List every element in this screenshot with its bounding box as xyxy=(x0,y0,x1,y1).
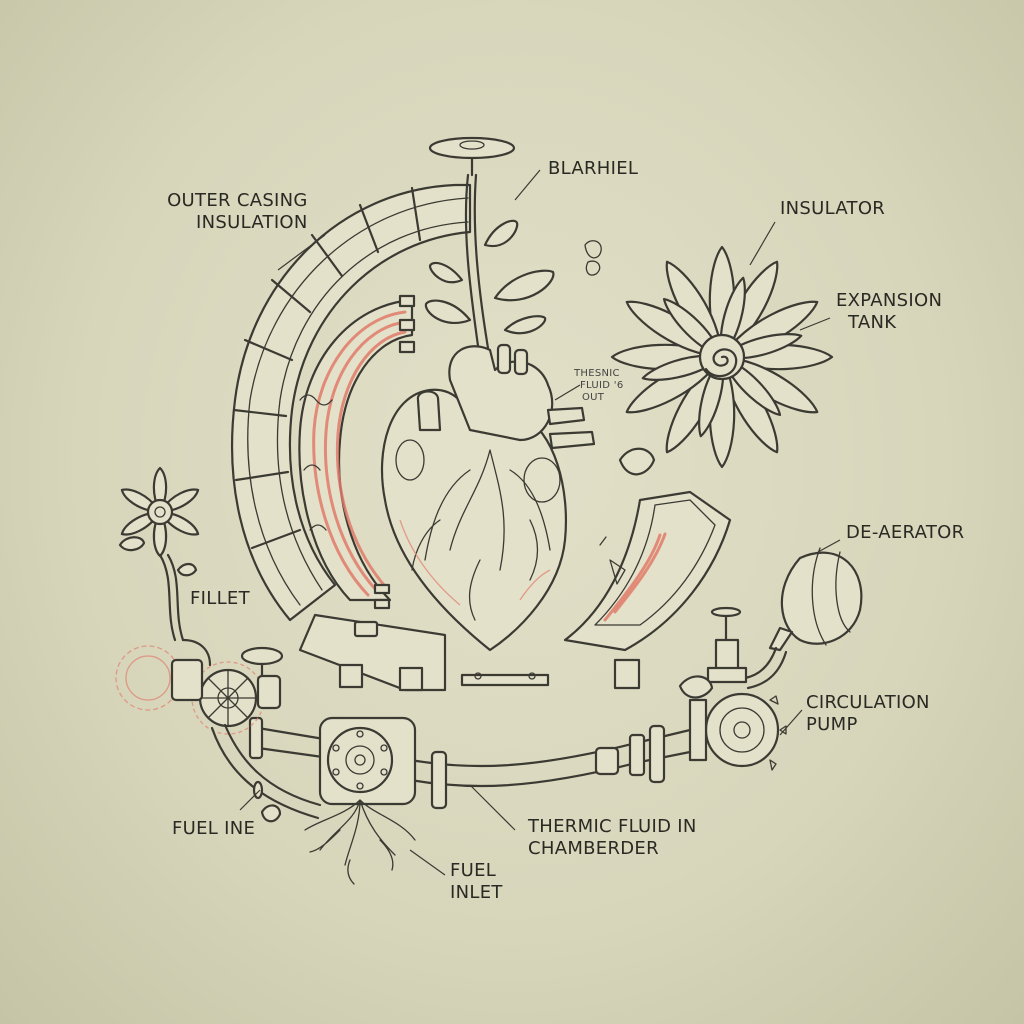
inner-channel xyxy=(298,294,416,610)
casing-base-block xyxy=(298,613,447,692)
fuel-line xyxy=(210,723,322,823)
leader-lines xyxy=(239,169,841,876)
left-flower-stem xyxy=(118,536,212,667)
label-thermic-fluid-out: THESNIC FLUID '6 OUT xyxy=(574,368,624,403)
label-blarhiel: BLARHIEL xyxy=(548,158,639,179)
expansion-tank-flower xyxy=(610,245,834,469)
root-cluster xyxy=(304,799,416,885)
heart-base-plate xyxy=(460,672,550,687)
label-de-aerator: DE-AERATOR xyxy=(846,522,965,543)
de-aerator-bulb xyxy=(743,547,863,690)
circulation-pump xyxy=(678,606,787,771)
right-chamber-segment xyxy=(563,490,732,690)
top-stem-valve xyxy=(424,136,555,362)
label-fuel-inlet: FUEL INLET xyxy=(450,860,503,903)
left-gear-cluster xyxy=(115,645,284,735)
heart-chamber xyxy=(380,343,596,652)
small-leaf-pair xyxy=(584,240,656,476)
label-thermic-fluid-in: THERMIC FLUID IN CHAMBERDER xyxy=(528,816,697,859)
label-fillet: FILLET xyxy=(190,588,250,609)
label-circulation-pump: CIRCULATION PUMP xyxy=(806,692,930,735)
label-outer-casing-insulation: OUTER CASING INSULATION xyxy=(167,190,308,233)
outer-casing-ring xyxy=(230,183,472,622)
label-fuel-ine: FUEL INE xyxy=(172,818,256,839)
left-flower xyxy=(120,466,200,558)
main-pipe xyxy=(248,716,692,810)
central-flange xyxy=(318,716,417,806)
label-insulator: INSULATOR xyxy=(780,198,886,219)
label-expansion-tank: EXPANSION TANK xyxy=(836,290,943,333)
